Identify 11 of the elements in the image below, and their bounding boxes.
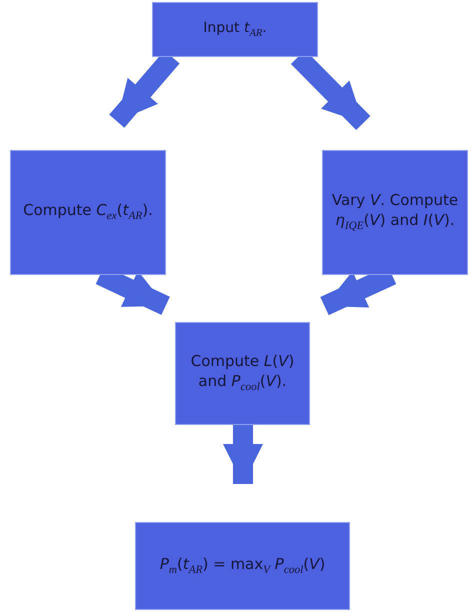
box-text: Vary V. Compute η$_{IQE}$(V) and I(V).: [330, 191, 460, 234]
box-text: Input t$_{AR}$.: [203, 18, 267, 40]
process-box: [10, 150, 166, 275]
process-box: [135, 522, 350, 610]
process-box: [152, 2, 318, 57]
box-text: Compute C$_{ex}$(t$_{AR}$).: [23, 201, 153, 224]
process-box: [175, 322, 310, 425]
process-box: [322, 150, 468, 275]
box-text: P$_{m}$(t$_{AR}$) = max$_{V}$ P$_{cool}$(V): [160, 554, 326, 578]
box-text: Compute L(V) and P$_{cool}$(V).: [190, 352, 296, 395]
block-arrow: [223, 425, 263, 484]
